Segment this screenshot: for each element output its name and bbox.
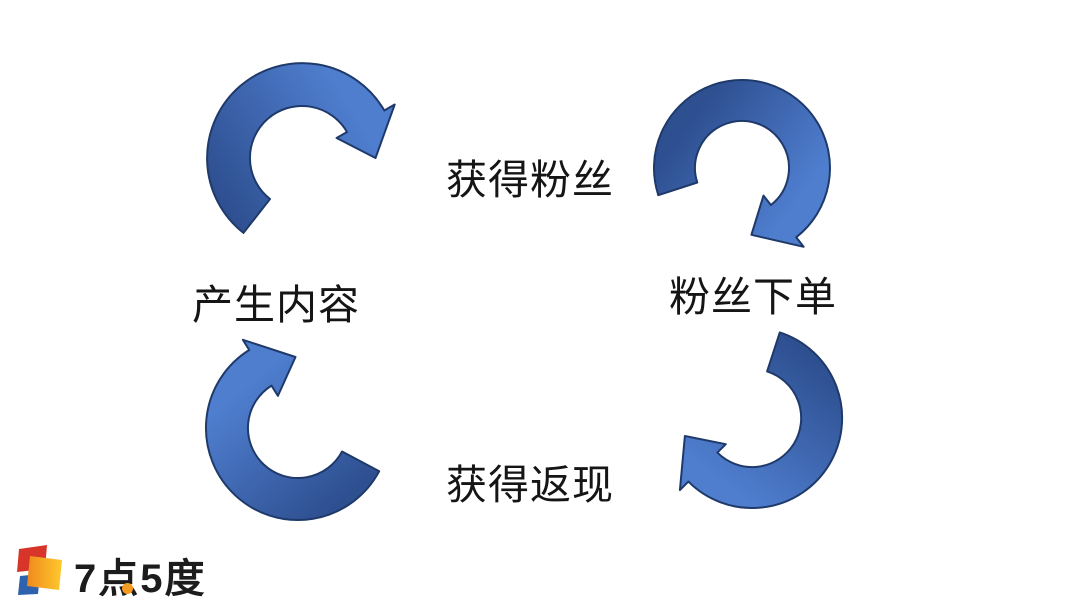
arrow-order-to-cashback (678, 331, 844, 510)
node-label-get-cashback: 获得返现 (446, 462, 614, 508)
node-label-get-fans: 获得粉丝 (446, 157, 614, 203)
arrow-cashback-to-content (204, 338, 381, 521)
node-label-produce-content: 产生内容 (192, 282, 360, 328)
node-label-fans-order: 粉丝下单 (669, 274, 837, 320)
logo-orange-square (27, 556, 62, 590)
arrow-content-to-fans (206, 62, 396, 234)
logo-accent-dot-icon (122, 583, 133, 594)
logo-icon (17, 545, 62, 595)
logo-text: 7点5度 (74, 557, 207, 601)
arrow-fans-to-order (653, 79, 831, 248)
brand-logo: 7点5度 (16, 542, 276, 601)
